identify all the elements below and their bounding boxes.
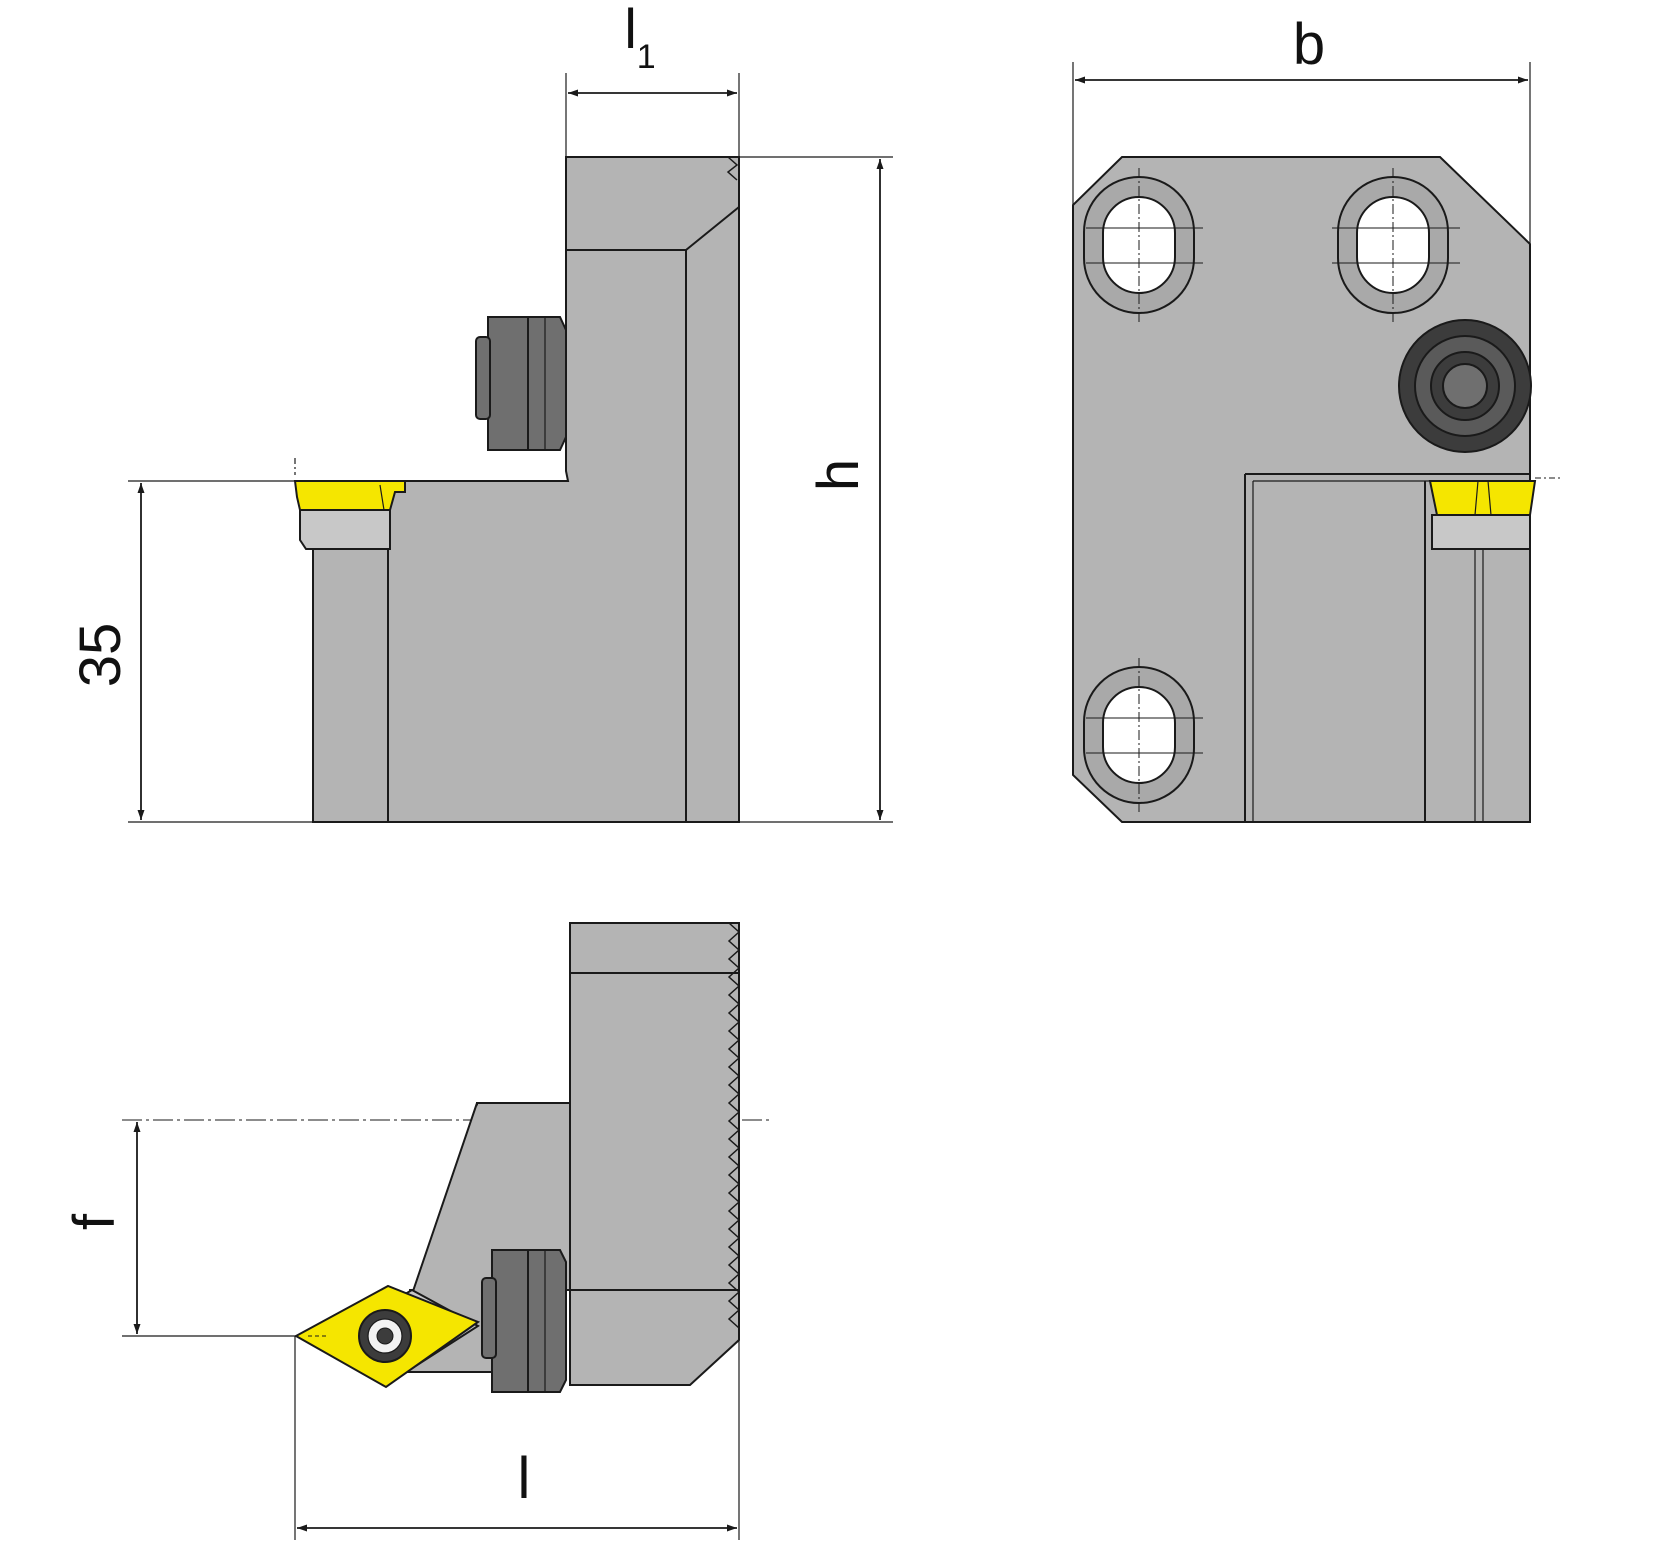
label-h: h: [806, 459, 871, 491]
top-view: [122, 922, 772, 1540]
mounting-hole-bl: [1083, 658, 1203, 812]
holder-top: [569, 922, 740, 1386]
serration: [727, 922, 741, 1329]
label-b: b: [1293, 12, 1325, 77]
insert-front: [1428, 480, 1537, 516]
plate-body: [1072, 156, 1531, 823]
side-view: [128, 73, 893, 823]
mounting-hole-tr: [1332, 168, 1460, 322]
dimension-labels: l1 b h 35 f l: [62, 0, 1325, 1511]
label-l: l: [518, 1446, 531, 1511]
mounting-hole-tl: [1083, 168, 1203, 322]
label-35: 35: [68, 623, 133, 688]
clamp-screw-front: [1398, 319, 1532, 453]
front-view: [1072, 62, 1560, 823]
insert-side: [293, 480, 406, 511]
label-l1: l1: [624, 0, 655, 76]
dimension-lines: [133, 76, 1528, 1532]
label-f: f: [62, 1213, 127, 1230]
